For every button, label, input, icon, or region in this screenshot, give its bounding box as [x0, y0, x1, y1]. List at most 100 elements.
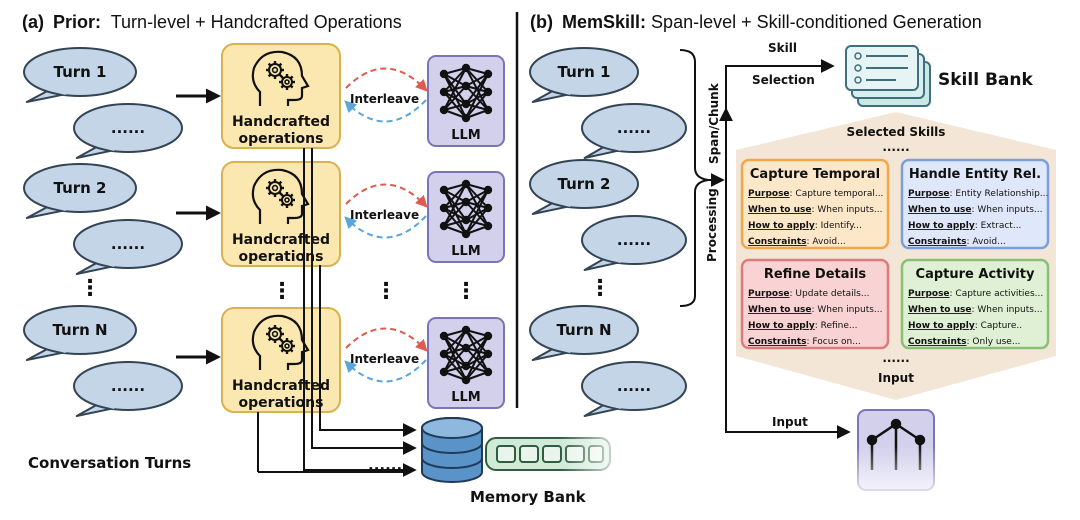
ellipsis-bubble-2: ...... — [73, 219, 183, 275]
skill-field-when: When to use: When inputs... — [908, 305, 1043, 315]
b-turn-bubble-1-text: Turn 1 — [558, 63, 611, 81]
b-ellipsis-bubble-3-text: ...... — [617, 377, 651, 395]
handcrafted-label: Handcrafted — [232, 114, 330, 130]
b-turn-bubble-2: Turn 2 — [529, 159, 639, 215]
b-turn-bubble-3: Turn N — [529, 305, 639, 361]
skill-value-when: : When inputs... — [971, 205, 1042, 215]
skill-field-purpose: Purpose: Capture temporal... — [748, 189, 883, 199]
ops-vertical-dots: ⋮ — [271, 279, 293, 304]
neural-network-icon — [439, 179, 493, 239]
skill-field-purpose: Purpose: Update details... — [748, 289, 869, 299]
ellipsis-bubble-1: ...... — [73, 103, 183, 159]
neural-network-icon — [439, 63, 493, 123]
turn-bubble-3-text: Turn N — [52, 321, 107, 339]
turn-bubble-2: Turn 2 — [23, 163, 137, 219]
panel-a-turn-bubbles: Turn 1......Turn 2......Turn N...... — [23, 47, 183, 417]
skill-value-constraints: : Only use... — [967, 337, 1021, 347]
handcrafted-label: Handcrafted — [232, 378, 330, 394]
b-ellipsis-bubble-2: ...... — [581, 215, 687, 271]
skill-value-when: : When inputs... — [811, 305, 882, 315]
selected-skills-dots: ...... — [882, 140, 909, 154]
skill-value-constraints: : Avoid... — [967, 237, 1006, 247]
skill-bank-label: Skill Bank — [938, 70, 1033, 90]
skill-key-constraints: Constraints — [908, 337, 967, 347]
span-brace — [679, 49, 709, 307]
skill-value-purpose: : Update details... — [790, 289, 870, 299]
skill-key-when: When to use — [748, 305, 811, 315]
llm-box-3: LLM — [427, 317, 505, 409]
handcrafted-boxes: HandcraftedoperationsHandcraftedoperatio… — [221, 43, 341, 413]
turn-bubble-3: Turn N — [23, 305, 137, 361]
skill-card-icon — [845, 45, 931, 107]
skill-value-constraints: : Avoid... — [807, 237, 846, 247]
skill-value-purpose: : Entity Relationship... — [950, 189, 1049, 199]
skill-field-how: How to apply: Capture.. — [908, 321, 1022, 331]
skill-value-how: : Identify... — [815, 221, 862, 231]
panel-b-turn-bubbles: Turn 1......Turn 2......Turn N...... — [529, 47, 687, 417]
panel-b-vertical-dots: ⋮ — [589, 276, 611, 301]
skill-title: Handle Entity Rel. — [909, 167, 1041, 182]
interleave-vertical-dots: ⋮ — [375, 279, 397, 304]
skill-key-purpose: Purpose — [908, 189, 950, 199]
skill-key-constraints: Constraints — [748, 237, 807, 247]
b-ellipsis-bubble-3: ...... — [581, 361, 687, 417]
panel-b-label: (b) — [530, 12, 553, 32]
skill-key-purpose: Purpose — [908, 289, 950, 299]
llm-boxes: LLM LLM LLM — [427, 55, 505, 409]
turn-vertical-dots: ⋮ — [79, 276, 101, 301]
skill-value-when: : When inputs... — [811, 205, 882, 215]
llm-box-2: LLM — [427, 171, 505, 263]
skill-title: Capture Activity — [916, 267, 1035, 282]
bottom-dots: ...... — [882, 351, 909, 365]
skill-key-purpose: Purpose — [748, 289, 790, 299]
skill-field-how: How to apply: Extract... — [908, 221, 1021, 231]
handcrafted-label: Handcrafted — [232, 232, 330, 248]
skill-field-how: How to apply: Refine... — [748, 321, 857, 331]
b-ellipsis-bubble-1-text: ...... — [617, 119, 651, 137]
skill-label: Skill — [768, 41, 797, 55]
panel-a-title-rest: Turn-level + Handcrafted Operations — [106, 12, 402, 32]
head-gear-icon — [251, 314, 310, 370]
skill-field-when: When to use: When inputs... — [748, 205, 883, 215]
memory-arrow-dots: ...... — [368, 456, 402, 474]
llm-label: LLM — [451, 244, 481, 259]
skill-title: Capture Temporal — [750, 167, 880, 182]
panel-a-label: (a) — [22, 12, 44, 32]
skill-key-constraints: Constraints — [748, 337, 807, 347]
interleave-loop-3: Interleave — [344, 327, 428, 383]
skill-key-when: When to use — [748, 205, 811, 215]
skill-card-2: Handle Entity Rel. Purpose: Entity Relati… — [900, 158, 1050, 250]
span-chunk-label: Span/Chunk — [707, 82, 721, 164]
skill-key-how: How to apply — [908, 321, 975, 331]
skill-key-when: When to use — [908, 305, 971, 315]
llm-vertical-dots: ⋮ — [455, 279, 477, 304]
ellipsis-bubble-3: ...... — [73, 361, 183, 417]
conversation-turns-label: Conversation Turns — [28, 454, 191, 472]
selection-label: Selection — [752, 73, 815, 87]
llm-label: LLM — [451, 128, 481, 143]
skill-field-when: When to use: When inputs... — [908, 205, 1043, 215]
skill-field-constraints: Constraints: Focus on... — [748, 337, 861, 347]
skill-value-how: : Capture.. — [975, 321, 1022, 331]
panel-a-title-bold: Prior: — [53, 12, 101, 32]
operations-label: operations — [239, 395, 324, 411]
panel-b-title: (b) MemSkill: Span-level + Skill-conditi… — [530, 12, 982, 32]
interleave-label: Interleave — [350, 92, 419, 106]
skill-field-constraints: Constraints: Only use... — [908, 337, 1020, 347]
skill-field-when: When to use: When inputs... — [748, 305, 883, 315]
skill-field-constraints: Constraints: Avoid... — [908, 237, 1006, 247]
skill-value-how: : Extract... — [975, 221, 1022, 231]
head-gear-icon — [251, 168, 310, 224]
turn-to-ops-arrows — [176, 88, 221, 365]
selected-skills-label: Selected Skills — [847, 125, 946, 139]
interleave-loop-1: Interleave — [344, 67, 428, 123]
skill-key-constraints: Constraints — [908, 237, 967, 247]
